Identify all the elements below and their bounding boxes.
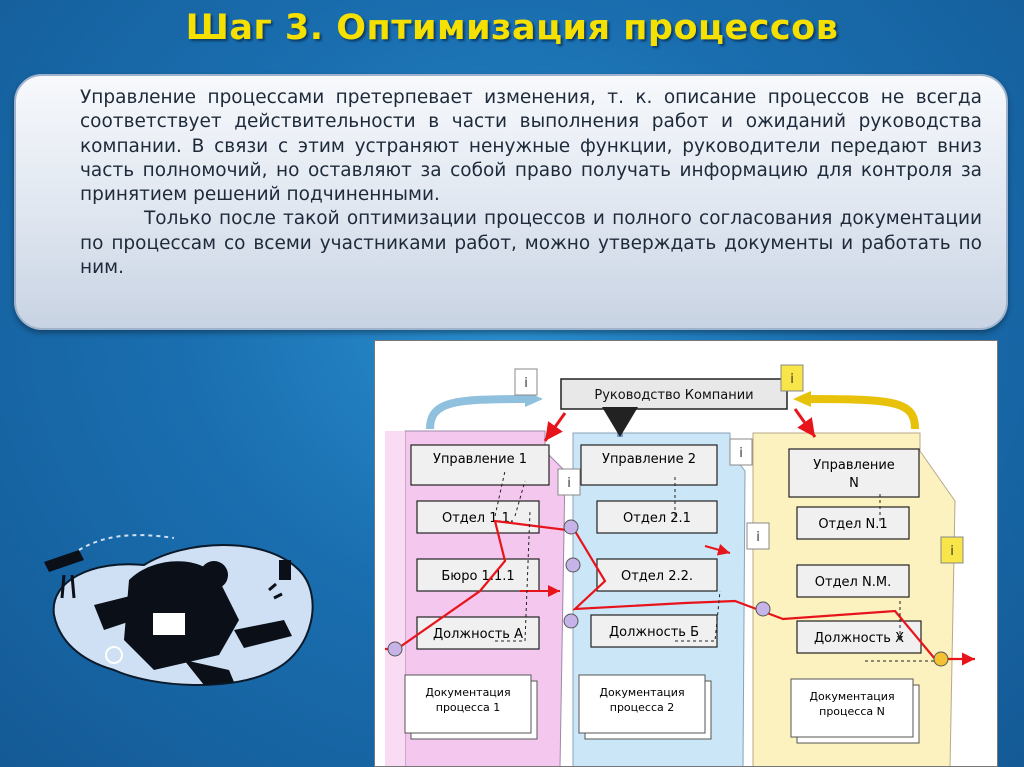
text-panel: Управление процессами претерпевает измен… [14, 74, 1008, 330]
info-marker: i [557, 468, 581, 496]
col3-doc: Документация [809, 690, 894, 703]
svg-text:i: i [950, 544, 954, 559]
info-marker: i [514, 368, 538, 396]
top-management-box: Руководство Компании [594, 388, 753, 403]
svg-text:i: i [790, 372, 794, 387]
businessman-clipart [44, 534, 314, 686]
col2-header: Управление 2 [602, 452, 696, 467]
col1-dept: Отдел 1.1. [442, 511, 514, 526]
paragraph-2: Только после такой оптимизации процессов… [80, 208, 982, 279]
col3-position: Должность X [814, 631, 904, 646]
col1-header: Управление 1 [433, 452, 527, 467]
svg-text:i: i [567, 476, 571, 491]
col3-bureau: Отдел N.M. [815, 575, 891, 590]
paragraph-1: Управление процессами претерпевает измен… [80, 87, 982, 206]
col3-dept: Отдел N.1 [818, 517, 887, 532]
info-marker: i [780, 364, 804, 392]
col3-header: Управление [813, 458, 895, 473]
svg-text:процесса 1: процесса 1 [436, 701, 501, 714]
col2-dept: Отдел 2.1 [623, 511, 691, 526]
svg-text:i: i [756, 530, 760, 545]
slide-title: Шаг 3. Оптимизация процессов [185, 8, 839, 48]
process-diagram: Руководство Компании i i i i i i Управле… [374, 340, 998, 767]
svg-text:процесса 2: процесса 2 [610, 701, 675, 714]
col2-position: Должность Б [609, 625, 699, 640]
info-marker: i [746, 522, 770, 550]
svg-text:i: i [524, 376, 528, 391]
col1-position: Должность А [433, 627, 523, 642]
info-marker: i [729, 438, 753, 466]
col2-doc: Документация [599, 686, 684, 699]
svg-text:процесса N: процесса N [819, 705, 885, 718]
svg-text:i: i [739, 446, 743, 461]
col1-bureau: Бюро 1.1.1 [441, 569, 514, 584]
info-marker: i [940, 536, 964, 564]
col2-bureau: Отдел 2.2. [621, 569, 693, 584]
col1-doc: Документация [425, 686, 510, 699]
svg-text:N: N [849, 476, 859, 491]
